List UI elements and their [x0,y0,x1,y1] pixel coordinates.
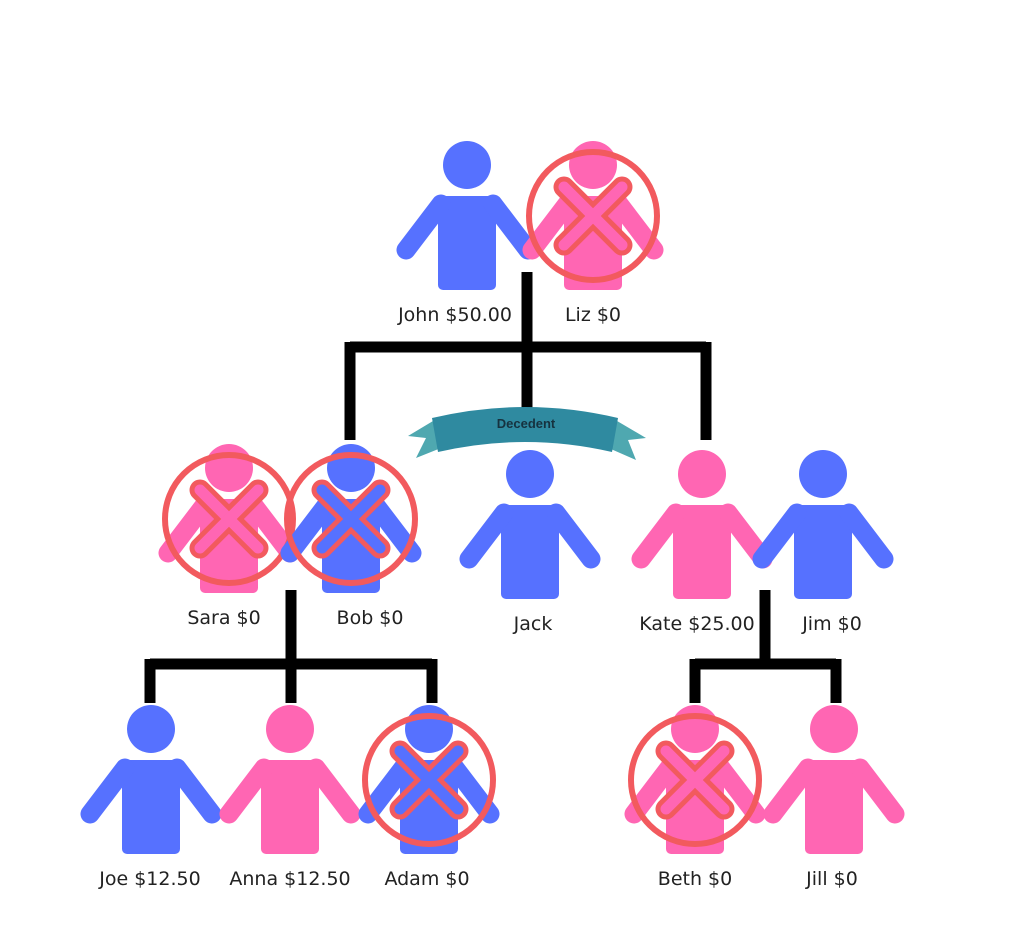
family-connectors [144,272,842,703]
person-bob: Bob $0 [280,444,422,629]
male-person-icon [80,705,222,854]
connector-sara-bob-children [144,590,438,703]
person-jill: Jill $0 [763,705,905,890]
male-person-icon [752,450,894,599]
person-jack: Jack [459,450,601,635]
person-label-jill: Jill $0 [805,868,858,890]
female-person-icon [219,705,361,854]
female-person-icon [631,450,773,599]
person-joe: Joe $12.50 [80,705,222,890]
female-person-icon [763,705,905,854]
person-sara: Sara $0 [158,444,300,629]
excluded-x-mark-icon [362,713,496,847]
male-person-icon [396,141,538,290]
person-label-bob: Bob $0 [337,607,404,629]
person-label-sara: Sara $0 [187,607,260,629]
excluded-x-mark-icon [284,452,418,586]
people-layer: John $50.00 Liz $0 Sara $0 Bob $0 Jack Kate $… [80,141,905,890]
person-anna: Anna $12.50 [219,705,361,890]
male-person-icon [459,450,601,599]
person-label-joe: Joe $12.50 [98,868,200,890]
person-label-jack: Jack [513,613,553,635]
decedent-banner: Decedent [408,407,646,460]
banner-ribbon [432,407,618,452]
decedent-banner-label: Decedent [497,416,556,431]
person-label-adam: Adam $0 [384,868,469,890]
person-label-anna: Anna $12.50 [229,868,350,890]
person-label-jim: Jim $0 [801,613,862,635]
person-kate: Kate $25.00 [631,450,773,635]
person-john: John $50.00 [396,141,538,326]
person-jim: Jim $0 [752,450,894,635]
excluded-x-mark-icon [526,149,660,283]
connector-john-liz-children [344,272,712,440]
excluded-x-mark-icon [628,713,762,847]
person-adam: Adam $0 [358,705,500,890]
excluded-x-mark-icon [162,452,296,586]
person-liz: Liz $0 [522,141,664,326]
person-label-liz: Liz $0 [565,304,621,326]
person-label-beth: Beth $0 [658,868,732,890]
person-label-kate: Kate $25.00 [639,613,754,635]
person-label-john: John $50.00 [397,304,512,326]
person-beth: Beth $0 [624,705,766,890]
connector-kate-jim-children [689,590,842,703]
